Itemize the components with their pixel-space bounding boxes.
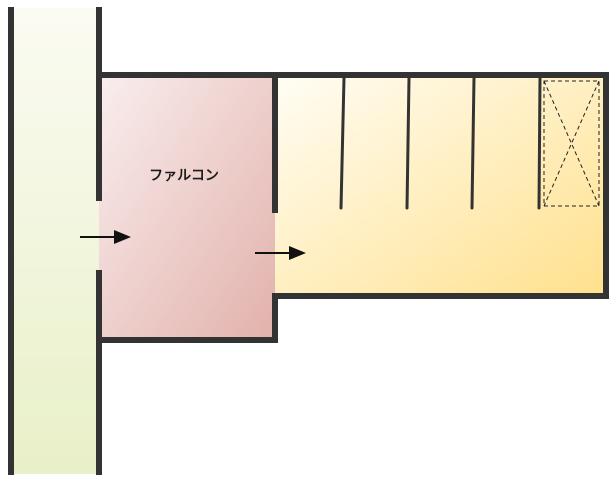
- crossed-dashed-box: [543, 80, 600, 207]
- pass-arrow-icon: [255, 246, 306, 260]
- corridor-floor: [11, 8, 99, 474]
- parking-room-floor: [275, 75, 606, 297]
- stall-divider: [470, 76, 476, 210]
- stall-dividers: [339, 76, 542, 210]
- stall-divider: [339, 76, 346, 210]
- stall-divider: [405, 76, 411, 210]
- stall-divider: [537, 76, 542, 210]
- falcon-room-floor: [99, 75, 275, 340]
- walls: [8, 7, 609, 475]
- falcon-room-label: ファルコン: [149, 168, 219, 184]
- entry-arrow-icon: [80, 230, 131, 244]
